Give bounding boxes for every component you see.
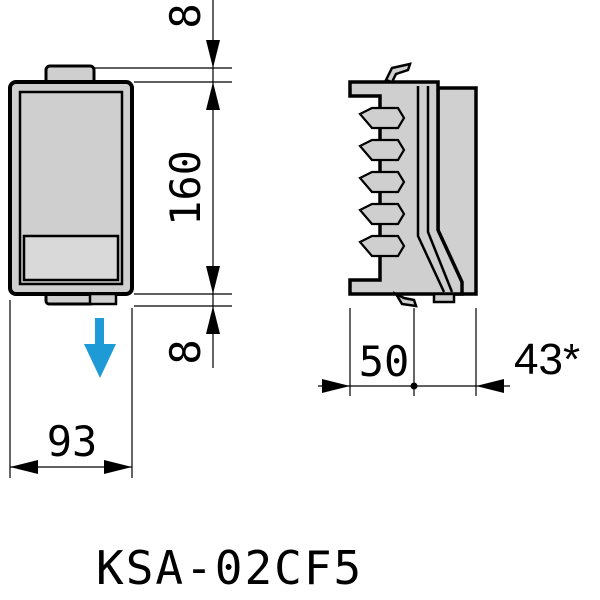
- terminal-3: [358, 170, 406, 194]
- terminal-5: [358, 234, 406, 258]
- depth-mid-dot: [410, 382, 418, 390]
- dim-top-gap: 8: [161, 3, 210, 28]
- side-top-clip: [384, 62, 412, 84]
- arrow-160-upper: [206, 82, 220, 110]
- side-bottom-tab: [432, 292, 456, 304]
- front-view: [8, 64, 134, 378]
- front-label-window: [22, 234, 120, 282]
- dim-depth: 50: [359, 337, 410, 386]
- side-view: [348, 62, 478, 308]
- side-inner-rail-1: [416, 86, 446, 293]
- vertical-dimensions: 8 160 8: [92, 0, 232, 368]
- terminal-2: [358, 138, 406, 162]
- width-dimension: 93: [9, 300, 133, 478]
- arrow-160-lower: [206, 266, 220, 294]
- depth-dimensions: 50 43*: [318, 308, 580, 396]
- dim-width: 93: [47, 417, 98, 466]
- arrow-width-right: [104, 460, 132, 474]
- arrow-top-8-upper: [206, 40, 220, 68]
- side-bottom-clip: [392, 290, 418, 308]
- arrow-width-left: [10, 460, 38, 474]
- arrow-depth-left: [322, 379, 350, 393]
- dim-bottom-gap: 8: [161, 339, 210, 364]
- side-inner-rail-2: [426, 86, 454, 293]
- arrow-depth-right: [476, 379, 504, 393]
- terminal-4: [358, 202, 406, 226]
- arrow-bottom-8-lower: [206, 306, 220, 334]
- insert-direction-arrow-icon: [84, 318, 116, 378]
- dim-height: 160: [161, 150, 210, 226]
- dim-depth-alt: 43*: [514, 335, 580, 384]
- side-main-body: [348, 80, 464, 296]
- front-bottom-notch: [88, 292, 118, 306]
- side-terminals: [358, 106, 406, 258]
- terminal-1: [358, 106, 406, 130]
- model-title: KSA-02CF5: [96, 541, 363, 595]
